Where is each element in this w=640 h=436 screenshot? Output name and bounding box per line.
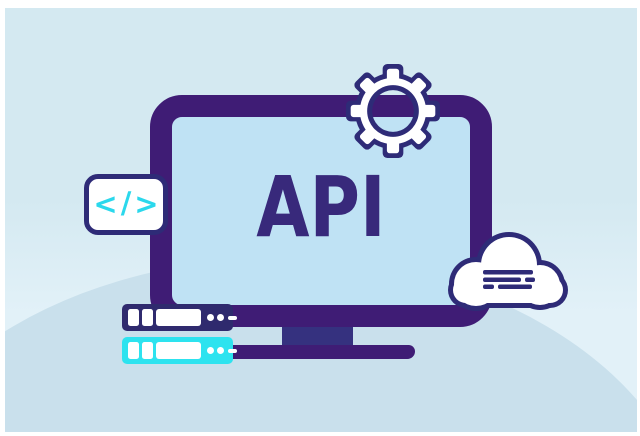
- server-switch: [228, 315, 237, 320]
- gear-icon: [346, 64, 440, 158]
- api-label: API: [256, 158, 386, 256]
- server-bay: [142, 309, 153, 326]
- server-rack-bottom: [122, 337, 237, 364]
- server-led: [217, 314, 224, 321]
- code-open-bracket: <: [93, 187, 118, 221]
- cloud-text-lines: [483, 270, 535, 289]
- server-led: [207, 347, 214, 354]
- server-bay: [128, 309, 139, 326]
- monitor: API: [150, 95, 492, 327]
- monitor-screen: API: [172, 117, 470, 305]
- server-bay: [128, 342, 139, 359]
- server-led: [217, 347, 224, 354]
- code-badge-icon: < / >: [84, 174, 168, 235]
- server-panel: [156, 342, 201, 359]
- server-bay: [142, 342, 153, 359]
- server-led: [207, 314, 214, 321]
- server-panel: [156, 309, 201, 326]
- code-slash: /: [120, 186, 132, 220]
- cloud-icon: [448, 232, 568, 311]
- monitor-stand-base: [225, 345, 415, 359]
- gear-hub-rim: [367, 85, 419, 137]
- code-close-bracket: >: [134, 187, 159, 221]
- server-rack-top: [122, 304, 237, 331]
- server-switch: [228, 348, 237, 353]
